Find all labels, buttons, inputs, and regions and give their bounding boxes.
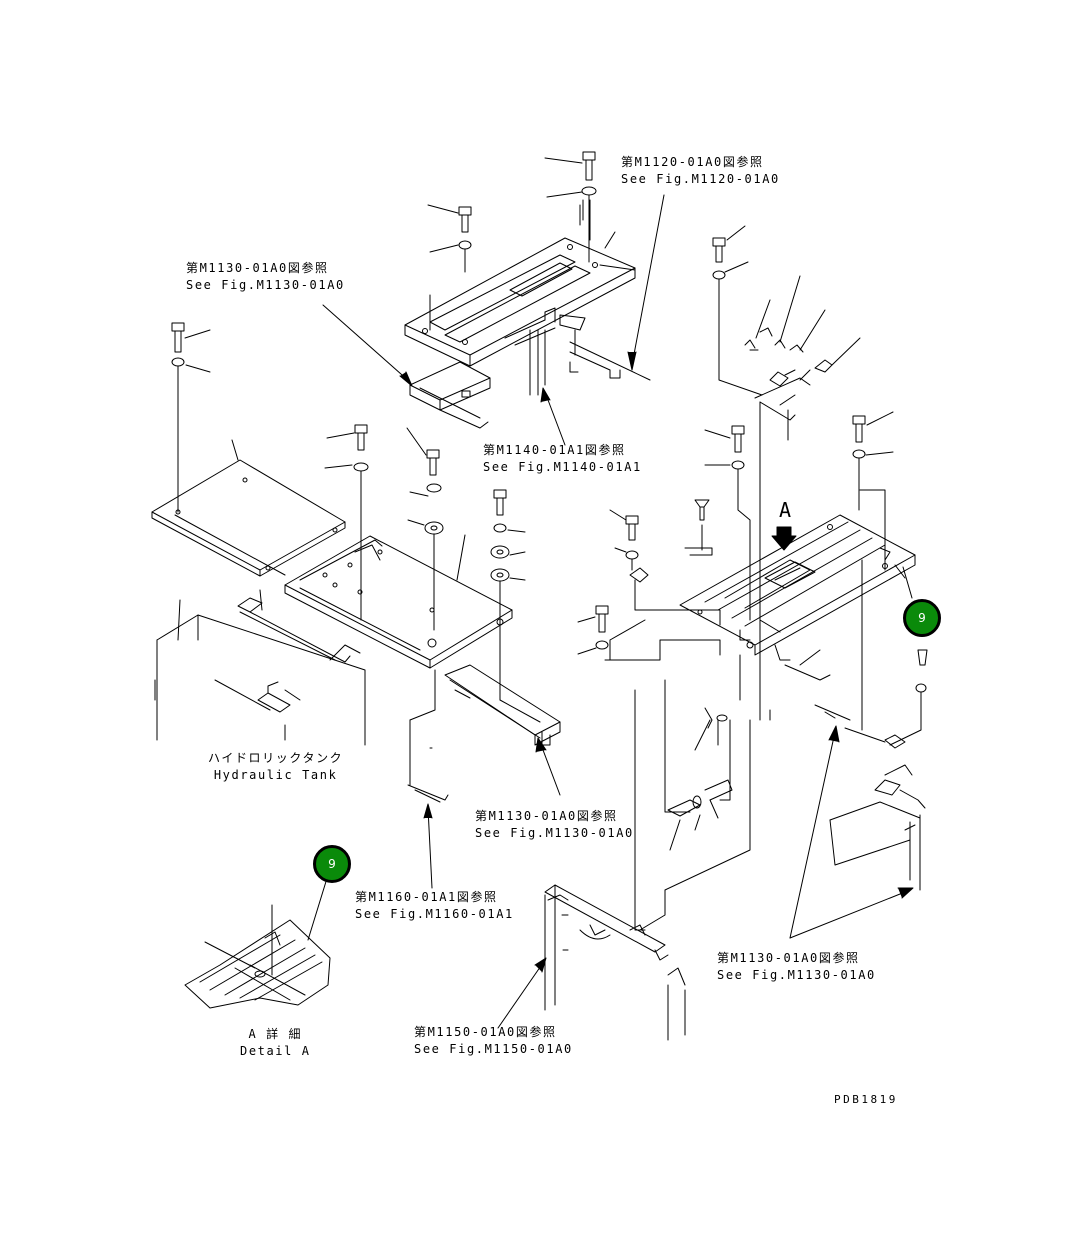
lower-bracket-left bbox=[408, 665, 560, 802]
hydraulic-tank-en: Hydraulic Tank bbox=[213, 768, 338, 782]
ref-label-m1130-middle: 第M1130-01A0図参照 See Fig.M1130-01A0 bbox=[475, 808, 634, 842]
ref-label-m1120: 第M1120-01A0図参照 See Fig.M1120-01A0 bbox=[621, 154, 780, 188]
ref-label-jp: 第M1160-01A1図参照 bbox=[355, 890, 498, 904]
ref-label-en: See Fig.M1120-01A0 bbox=[621, 172, 780, 186]
ref-label-en: See Fig.M1130-01A0 bbox=[717, 968, 876, 982]
ref-label-en: See Fig.M1130-01A0 bbox=[475, 826, 634, 840]
ref-label-m1130-right: 第M1130-01A0図参照 See Fig.M1130-01A0 bbox=[717, 950, 876, 984]
ref-label-en: See Fig.M1150-01A0 bbox=[414, 1042, 573, 1056]
middle-bolts bbox=[325, 425, 525, 700]
ref-label-jp: 第M1130-01A0図参照 bbox=[475, 809, 618, 823]
ref-label-en: See Fig.M1140-01A1 bbox=[483, 460, 642, 474]
middle-plate bbox=[285, 535, 512, 668]
callout-marker[interactable]: 9 bbox=[903, 599, 941, 637]
lower-bracket-right bbox=[545, 885, 685, 1040]
ref-label-m1160: 第M1160-01A1図参照 See Fig.M1160-01A1 bbox=[355, 889, 514, 923]
top-bracket bbox=[410, 308, 650, 428]
ref-label-jp: 第M1150-01A0図参照 bbox=[414, 1025, 557, 1039]
ref-label-en: See Fig.M1130-01A0 bbox=[186, 278, 345, 292]
hydraulic-tank-label: ハイドロリックタンク Hydraulic Tank bbox=[208, 750, 343, 784]
detail-a-drawing bbox=[185, 905, 330, 1008]
ref-label-m1140: 第M1140-01A1図参照 See Fig.M1140-01A1 bbox=[483, 442, 642, 476]
detail-a-label: A 詳 細 Detail A bbox=[240, 1026, 311, 1060]
ref-label-jp: 第M1120-01A0図参照 bbox=[621, 155, 764, 169]
view-arrow-letter: A bbox=[779, 498, 792, 522]
right-frame-lower bbox=[610, 490, 927, 930]
right-bolts bbox=[578, 226, 893, 660]
detail-a-en: Detail A bbox=[240, 1044, 311, 1058]
ref-label-jp: 第M1130-01A0図参照 bbox=[186, 261, 329, 275]
left-cover-plate bbox=[152, 323, 345, 576]
drawing-code: PDB1819 bbox=[834, 1093, 898, 1106]
ref-label-m1130-top: 第M1130-01A0図参照 See Fig.M1130-01A0 bbox=[186, 260, 345, 294]
ref-label-m1150: 第M1150-01A0図参照 See Fig.M1150-01A0 bbox=[414, 1024, 573, 1058]
view-arrow-a bbox=[772, 527, 796, 550]
right-deck-plate bbox=[680, 515, 915, 655]
hydraulic-tank-top bbox=[155, 590, 365, 745]
top-cover-plate bbox=[405, 238, 635, 366]
reference-leaders bbox=[308, 195, 913, 1028]
detail-a-jp: A 詳 細 bbox=[248, 1027, 303, 1041]
ref-label-jp: 第M1130-01A0図参照 bbox=[717, 951, 860, 965]
top-bolts bbox=[428, 152, 615, 330]
right-upper-hardware bbox=[745, 276, 860, 720]
ref-label-en: See Fig.M1160-01A1 bbox=[355, 907, 514, 921]
hydraulic-tank-jp: ハイドロリックタンク bbox=[208, 751, 344, 765]
ref-label-jp: 第M1140-01A1図参照 bbox=[483, 443, 626, 457]
callout-marker[interactable]: 9 bbox=[313, 845, 351, 883]
